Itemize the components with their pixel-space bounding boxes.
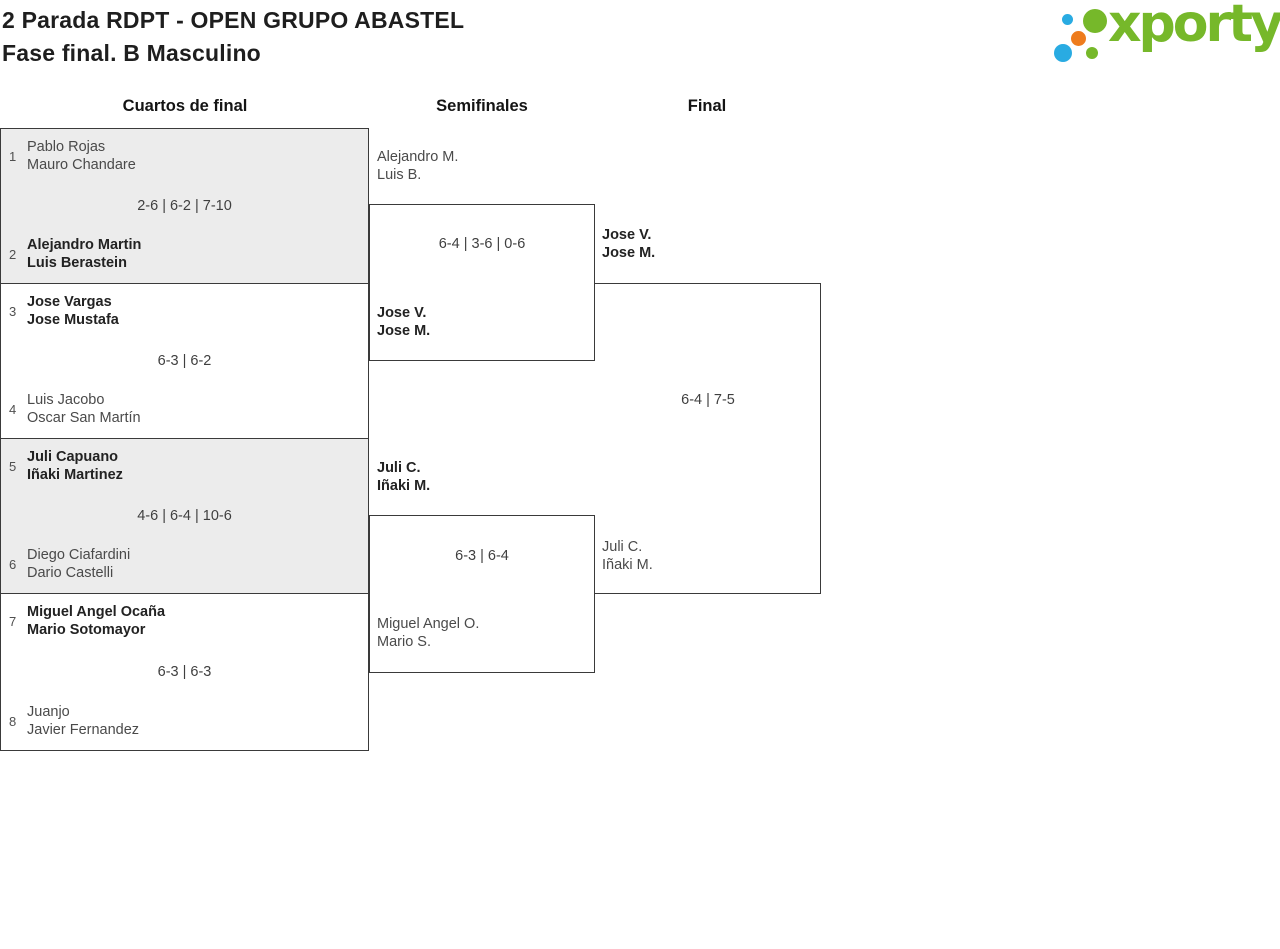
logo-dot-blue-large-icon: [1054, 44, 1072, 62]
seed-number: 6: [9, 556, 17, 572]
player-name: Dario Castelli: [27, 565, 114, 581]
seed-number: 5: [9, 458, 17, 474]
column-header-final: Final: [687, 97, 727, 115]
player-name: Diego Ciafardini: [27, 547, 131, 563]
player-name: Miguel Angel Ocaña: [27, 604, 166, 620]
logo-dot-green-large-icon: [1083, 9, 1107, 33]
qf-match-2-box: 3 Jose Vargas Jose Mustafa 6-3 | 6-2 4 L…: [0, 283, 369, 439]
player-name: Juli C.: [377, 460, 421, 476]
qf3-team-bottom: Diego Ciafardini Dario Castelli: [27, 546, 130, 582]
qf2-score: 6-3 | 6-2: [157, 353, 212, 369]
logo-dot-blue-small-icon: [1062, 14, 1073, 25]
player-name: Iñaki M.: [602, 557, 653, 573]
sf1-team-top: Alejandro M. Luis B.: [377, 148, 458, 184]
sf1-score: 6-4 | 3-6 | 0-6: [438, 236, 526, 252]
player-name: Iñaki M.: [377, 478, 431, 494]
qf-match-3-box: 5 Juli Capuano Iñaki Martinez 4-6 | 6-4 …: [0, 438, 369, 594]
player-name: Miguel Angel O.: [377, 616, 480, 632]
seed-number: 4: [9, 401, 17, 417]
qf2-team-top: Jose Vargas Jose Mustafa: [27, 293, 119, 329]
qf4-score: 6-3 | 6-3: [157, 664, 212, 680]
qf-match-4-box: 7 Miguel Angel Ocaña Mario Sotomayor 6-3…: [0, 593, 369, 751]
sf1-team-bottom: Jose V. Jose M.: [377, 304, 430, 340]
sf2-team-bottom: Miguel Angel O. Mario S.: [377, 615, 479, 651]
qf1-team-bottom: Alejandro Martin Luis Berastein: [27, 236, 141, 272]
player-name: Jose Mustafa: [27, 312, 119, 328]
qf1-score: 2-6 | 6-2 | 7-10: [137, 198, 232, 214]
player-name: Jose Vargas: [27, 294, 112, 310]
player-name: Jose V.: [602, 227, 652, 243]
qf4-team-top: Miguel Angel Ocaña Mario Sotomayor: [27, 603, 165, 639]
tournament-title: 2 Parada RDPT - OPEN GRUPO ABASTEL: [2, 7, 465, 33]
qf3-team-top: Juli Capuano Iñaki Martinez: [27, 448, 123, 484]
logo-dot-green-small-icon: [1086, 47, 1098, 59]
player-name: Mario S.: [377, 634, 431, 650]
final-team-top: Jose V. Jose M.: [602, 226, 655, 262]
logo-wordmark[interactable]: xporty: [1108, 0, 1280, 54]
logo-dot-orange-icon: [1071, 31, 1086, 46]
player-name: Javier Fernandez: [27, 722, 140, 738]
player-name: Oscar San Martín: [27, 410, 141, 426]
seed-number: 1: [9, 148, 17, 164]
seed-number: 3: [9, 303, 17, 319]
player-name: Jose M.: [377, 323, 431, 339]
player-name: Alejandro Martin: [27, 237, 142, 253]
seed-number: 8: [9, 713, 17, 729]
qf-match-1-box: 1 Pablo Rojas Mauro Chandare 2-6 | 6-2 |…: [0, 128, 369, 284]
sf-match-1-box: [369, 204, 595, 361]
player-name: Mauro Chandare: [27, 157, 136, 173]
player-name: Luis Jacobo: [27, 392, 105, 408]
player-name: Alejandro M.: [377, 149, 459, 165]
player-name: Jose V.: [377, 305, 427, 321]
qf3-score: 4-6 | 6-4 | 10-6: [137, 508, 232, 524]
qf1-team-top: Pablo Rojas Mauro Chandare: [27, 138, 136, 174]
final-score: 6-4 | 7-5: [681, 392, 735, 408]
sf-match-2-box: [369, 515, 595, 673]
page-title: 2 Parada RDPT - OPEN GRUPO ABASTEL Fase …: [2, 4, 464, 70]
column-header-semifinales: Semifinales: [436, 97, 528, 115]
sf2-score: 6-3 | 6-4: [455, 548, 509, 564]
player-name: Juli Capuano: [27, 449, 119, 465]
player-name: Luis Berastein: [27, 255, 127, 271]
final-team-bottom: Juli C. Iñaki M.: [602, 538, 653, 574]
player-name: Pablo Rojas: [27, 139, 106, 155]
final-match-box: [595, 283, 821, 594]
xporty-logo[interactable]: [1050, 0, 1280, 70]
player-name: Jose M.: [602, 245, 656, 261]
qf2-team-bottom: Luis Jacobo Oscar San Martín: [27, 391, 141, 427]
player-name: Mario Sotomayor: [27, 622, 146, 638]
seed-number: 2: [9, 246, 17, 262]
column-header-cuartos: Cuartos de final: [122, 97, 248, 115]
player-name: Iñaki Martinez: [27, 467, 123, 483]
sf2-team-top: Juli C. Iñaki M.: [377, 459, 430, 495]
phase-subtitle: Fase final. B Masculino: [2, 40, 261, 66]
player-name: Juanjo: [27, 704, 70, 720]
seed-number: 7: [9, 613, 17, 629]
qf4-team-bottom: Juanjo Javier Fernandez: [27, 703, 139, 739]
player-name: Juli C.: [602, 539, 643, 555]
player-name: Luis B.: [377, 167, 422, 183]
